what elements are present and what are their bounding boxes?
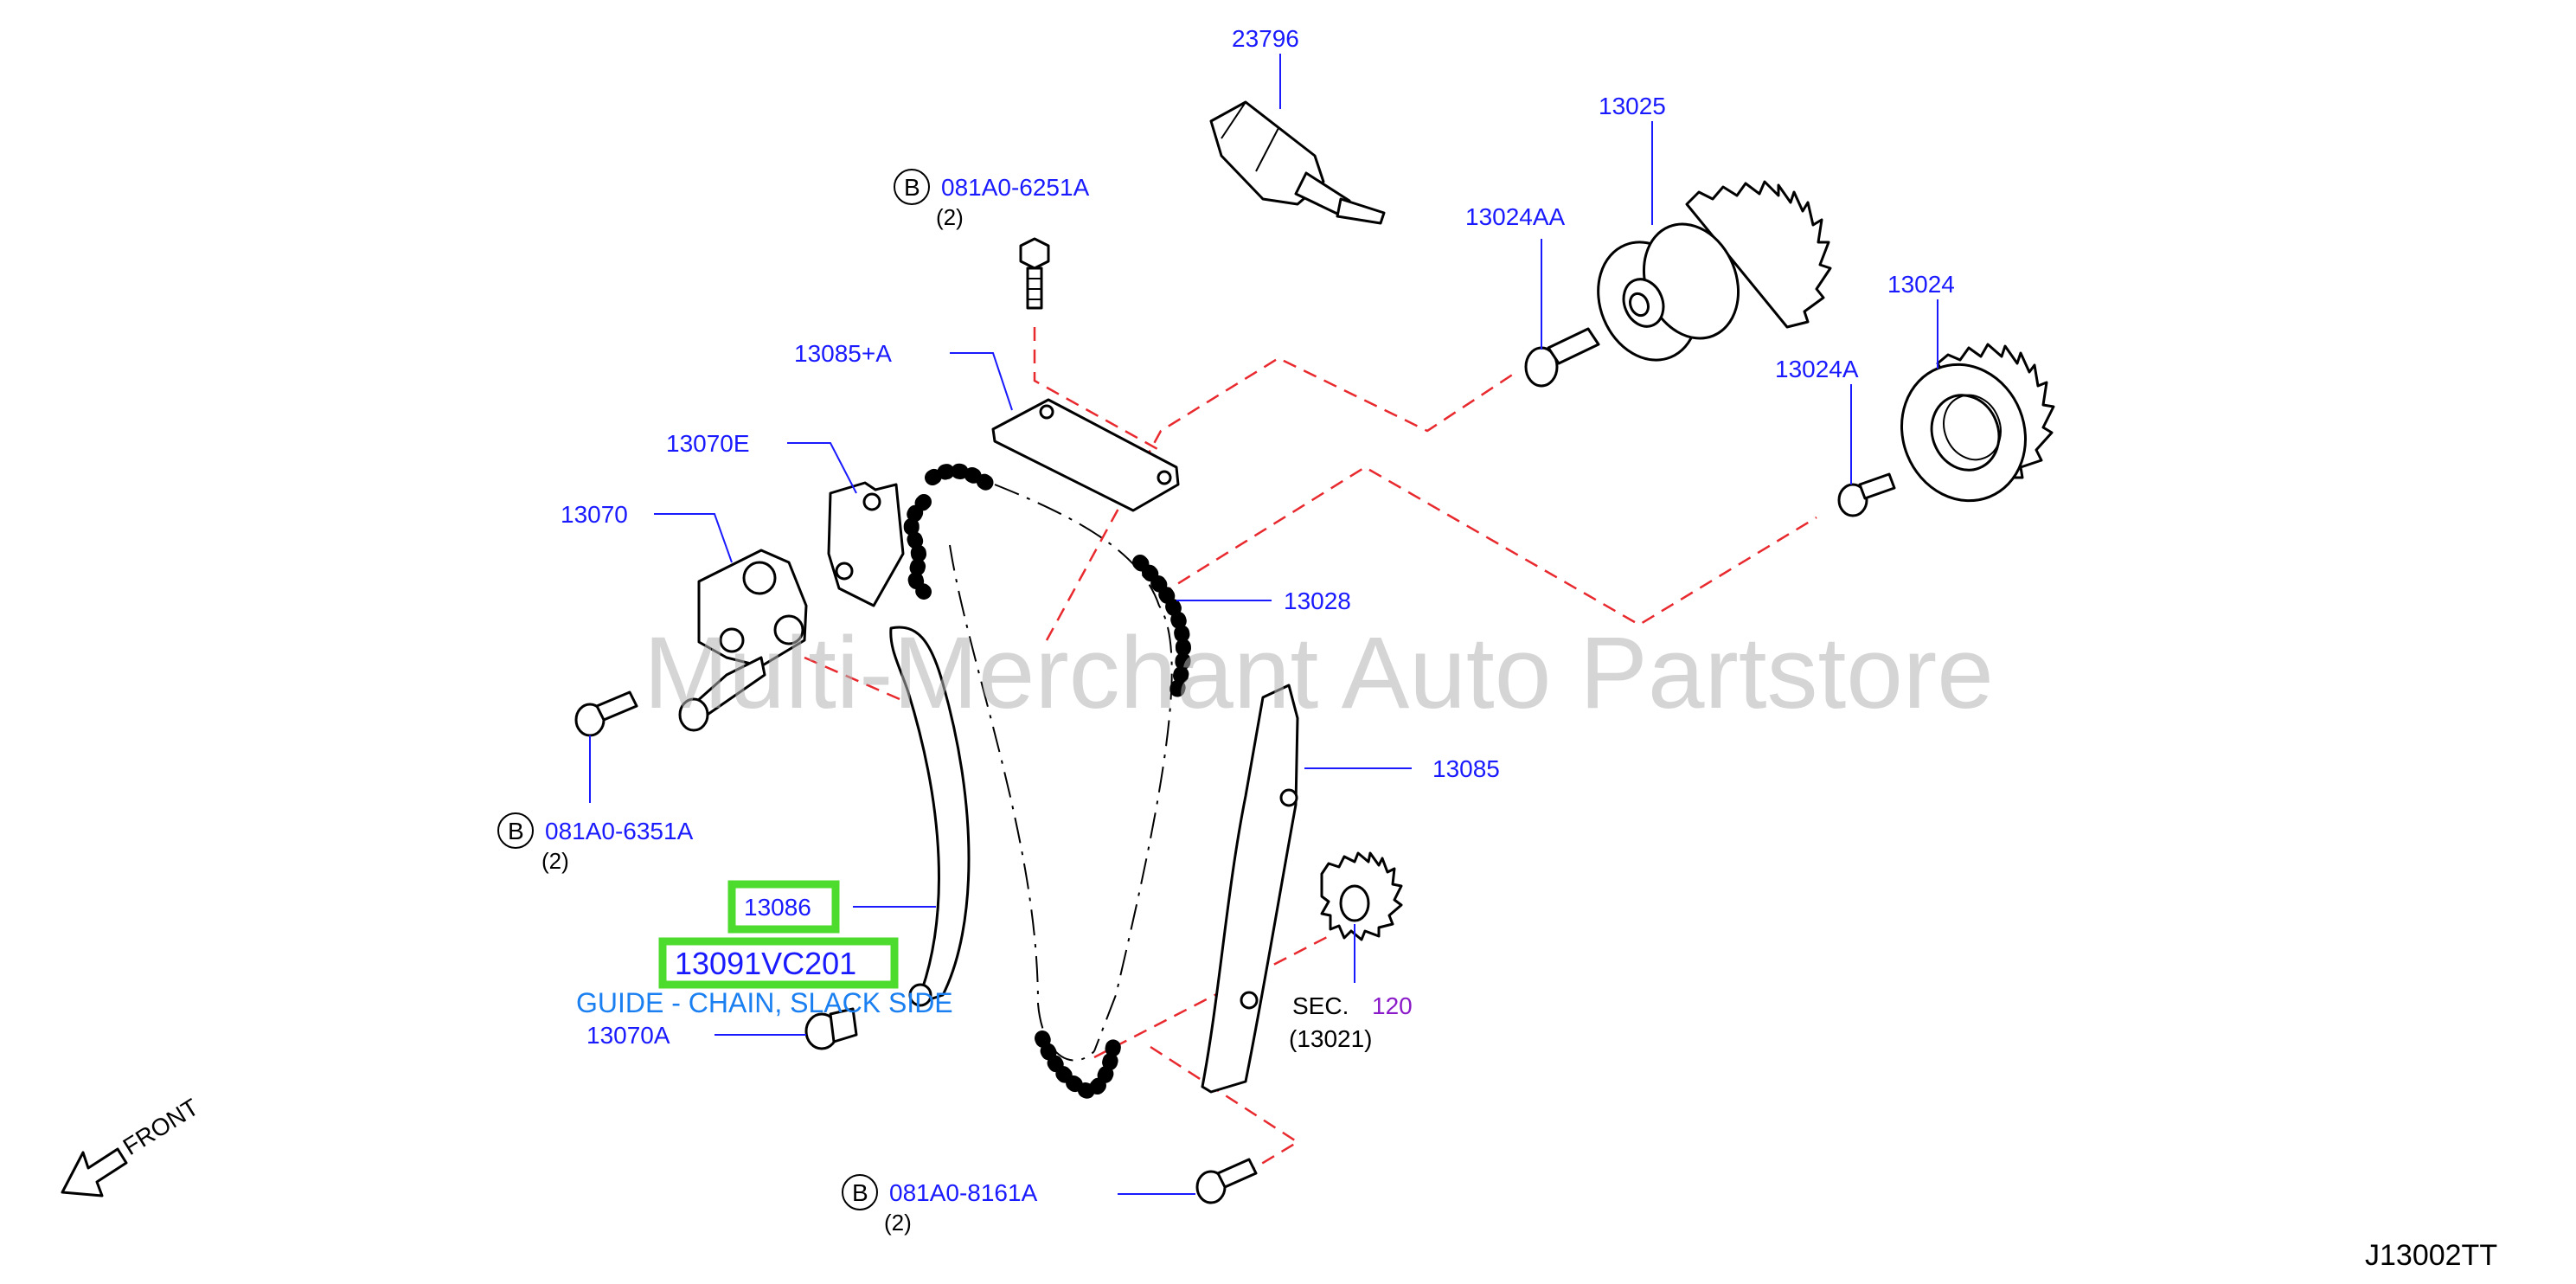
section-number[interactable]: 120: [1372, 992, 1413, 1019]
qty-081A0-6251A: (2): [936, 204, 964, 230]
tensioner-gasket-13070E: [827, 481, 905, 607]
callout-081A0-8161A: B 081A0-8161A (2): [842, 1174, 1038, 1236]
camshaft-sprocket-13025: [1597, 180, 1832, 362]
crankshaft-sprocket: [1320, 851, 1403, 941]
label-13028[interactable]: 13028: [1284, 587, 1351, 614]
section-sub-label: (13021): [1289, 1025, 1373, 1052]
diagram-code: J13002TT: [2365, 1239, 2497, 1272]
label-13070A[interactable]: 13070A: [586, 1022, 670, 1049]
chain-tensioner-13070: [678, 549, 808, 732]
bolt-081A0-6251A: [1019, 237, 1050, 310]
label-081A0-8161A[interactable]: 081A0-8161A: [889, 1179, 1038, 1206]
label-13070E[interactable]: 13070E: [666, 430, 750, 457]
label-081A0-6251A[interactable]: 081A0-6251A: [941, 174, 1090, 201]
selected-part-description: GUIDE - CHAIN, SLACK SIDE: [576, 987, 953, 1018]
solenoid-valve-23796: [1209, 100, 1386, 225]
slack-side-chain-guide: [889, 626, 971, 1007]
label-13070[interactable]: 13070: [561, 501, 628, 528]
callout-081A0-6251A: B 081A0-6251A (2): [894, 169, 1090, 230]
callout-081A0-6351A: B 081A0-6351A (2): [497, 812, 694, 874]
label-23796[interactable]: 23796: [1232, 25, 1299, 52]
upper-chain-guide-13085-A: [991, 398, 1180, 512]
bolt-13024A: [1837, 472, 1896, 517]
bolt-081A0-8161A: [1195, 1158, 1258, 1204]
bolt-letter: B: [508, 818, 524, 844]
selected-part-callout: 13086 13091VC201 GUIDE - CHAIN, SLACK SI…: [576, 880, 953, 1018]
tension-side-chain-guide-13085: [1201, 684, 1299, 1094]
pivot-bolt-13070A: [804, 1007, 858, 1050]
watermark: Multi-Merchant Auto Partstore: [644, 616, 1994, 730]
label-13086[interactable]: 13086: [744, 894, 811, 921]
label-13024AA[interactable]: 13024AA: [1465, 203, 1566, 230]
highlight-box-selected: [658, 937, 899, 989]
section-label: SEC.: [1292, 992, 1349, 1019]
label-13025[interactable]: 13025: [1599, 93, 1666, 119]
timing-chain: [903, 463, 1191, 1101]
label-13024[interactable]: 13024: [1887, 271, 1955, 298]
bolt-13024AA: [1524, 327, 1600, 388]
label-13085-A[interactable]: 13085+A: [794, 340, 892, 367]
bolt-letter: B: [852, 1179, 868, 1206]
label-13085[interactable]: 13085: [1432, 755, 1500, 782]
front-direction-arrow: FRONT: [61, 1094, 203, 1197]
leader-lines: [589, 54, 1938, 1195]
bolt-letter: B: [904, 174, 920, 201]
camshaft-sprocket-13024: [1900, 343, 2055, 503]
bolt-081A0-6351A: [574, 690, 638, 737]
highlight-box-13086: [727, 880, 840, 934]
label-081A0-6351A[interactable]: 081A0-6351A: [545, 818, 694, 844]
front-label: FRONT: [119, 1094, 203, 1160]
selected-part-number[interactable]: 13091VC201: [675, 946, 856, 981]
qty-081A0-6351A: (2): [541, 848, 569, 874]
qty-081A0-8161A: (2): [884, 1210, 912, 1236]
section-reference: SEC. 120 (13021): [1289, 992, 1413, 1052]
label-13024A[interactable]: 13024A: [1775, 356, 1859, 382]
